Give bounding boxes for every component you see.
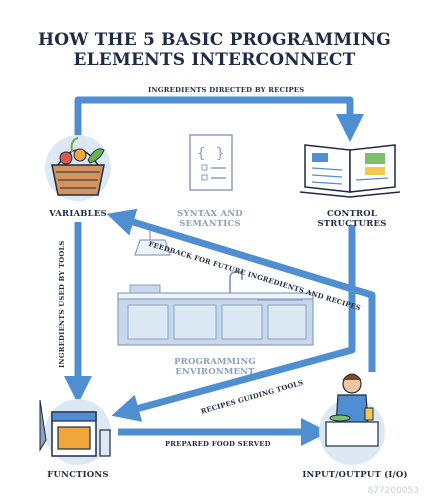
node-environment: PROGRAMMING ENVIRONMENT xyxy=(174,357,256,377)
checklist-illustration: { } xyxy=(189,134,233,191)
arrow-recipes-guiding xyxy=(111,225,356,422)
node-variables: VARIABLES xyxy=(49,209,107,219)
oven-illustration xyxy=(39,399,111,465)
title-line-2: ELEMENTS INTERCONNECT xyxy=(73,50,356,70)
edge-label-top: INGREDIENTS DIRECTED BY RECIPES xyxy=(148,86,305,94)
basket-illustration xyxy=(45,135,111,201)
node-functions: FUNCTIONS xyxy=(47,470,109,480)
arrow-feedback xyxy=(106,208,376,372)
book-illustration xyxy=(299,144,401,198)
watermark: 877200053 xyxy=(367,486,419,496)
edge-label-left: INGREDIENTS USED BY TOOLS xyxy=(58,240,66,368)
chef-illustration xyxy=(319,373,385,465)
node-input-output: INPUT/OUTPUT (I/O) xyxy=(302,470,408,480)
kitchen-illustration xyxy=(117,230,314,346)
node-control-structures: CONTROL STRUCTURES xyxy=(317,209,387,229)
svg-text:}: } xyxy=(216,146,224,162)
node-syntax: SYNTAX AND SEMANTICS xyxy=(177,209,243,229)
svg-text:{: { xyxy=(197,146,205,162)
edge-label-bottom: PREPARED FOOD SERVED xyxy=(165,440,271,448)
arrow-ingredients-directed xyxy=(74,96,364,150)
title-line-1: HOW THE 5 BASIC PROGRAMMING xyxy=(37,30,392,50)
